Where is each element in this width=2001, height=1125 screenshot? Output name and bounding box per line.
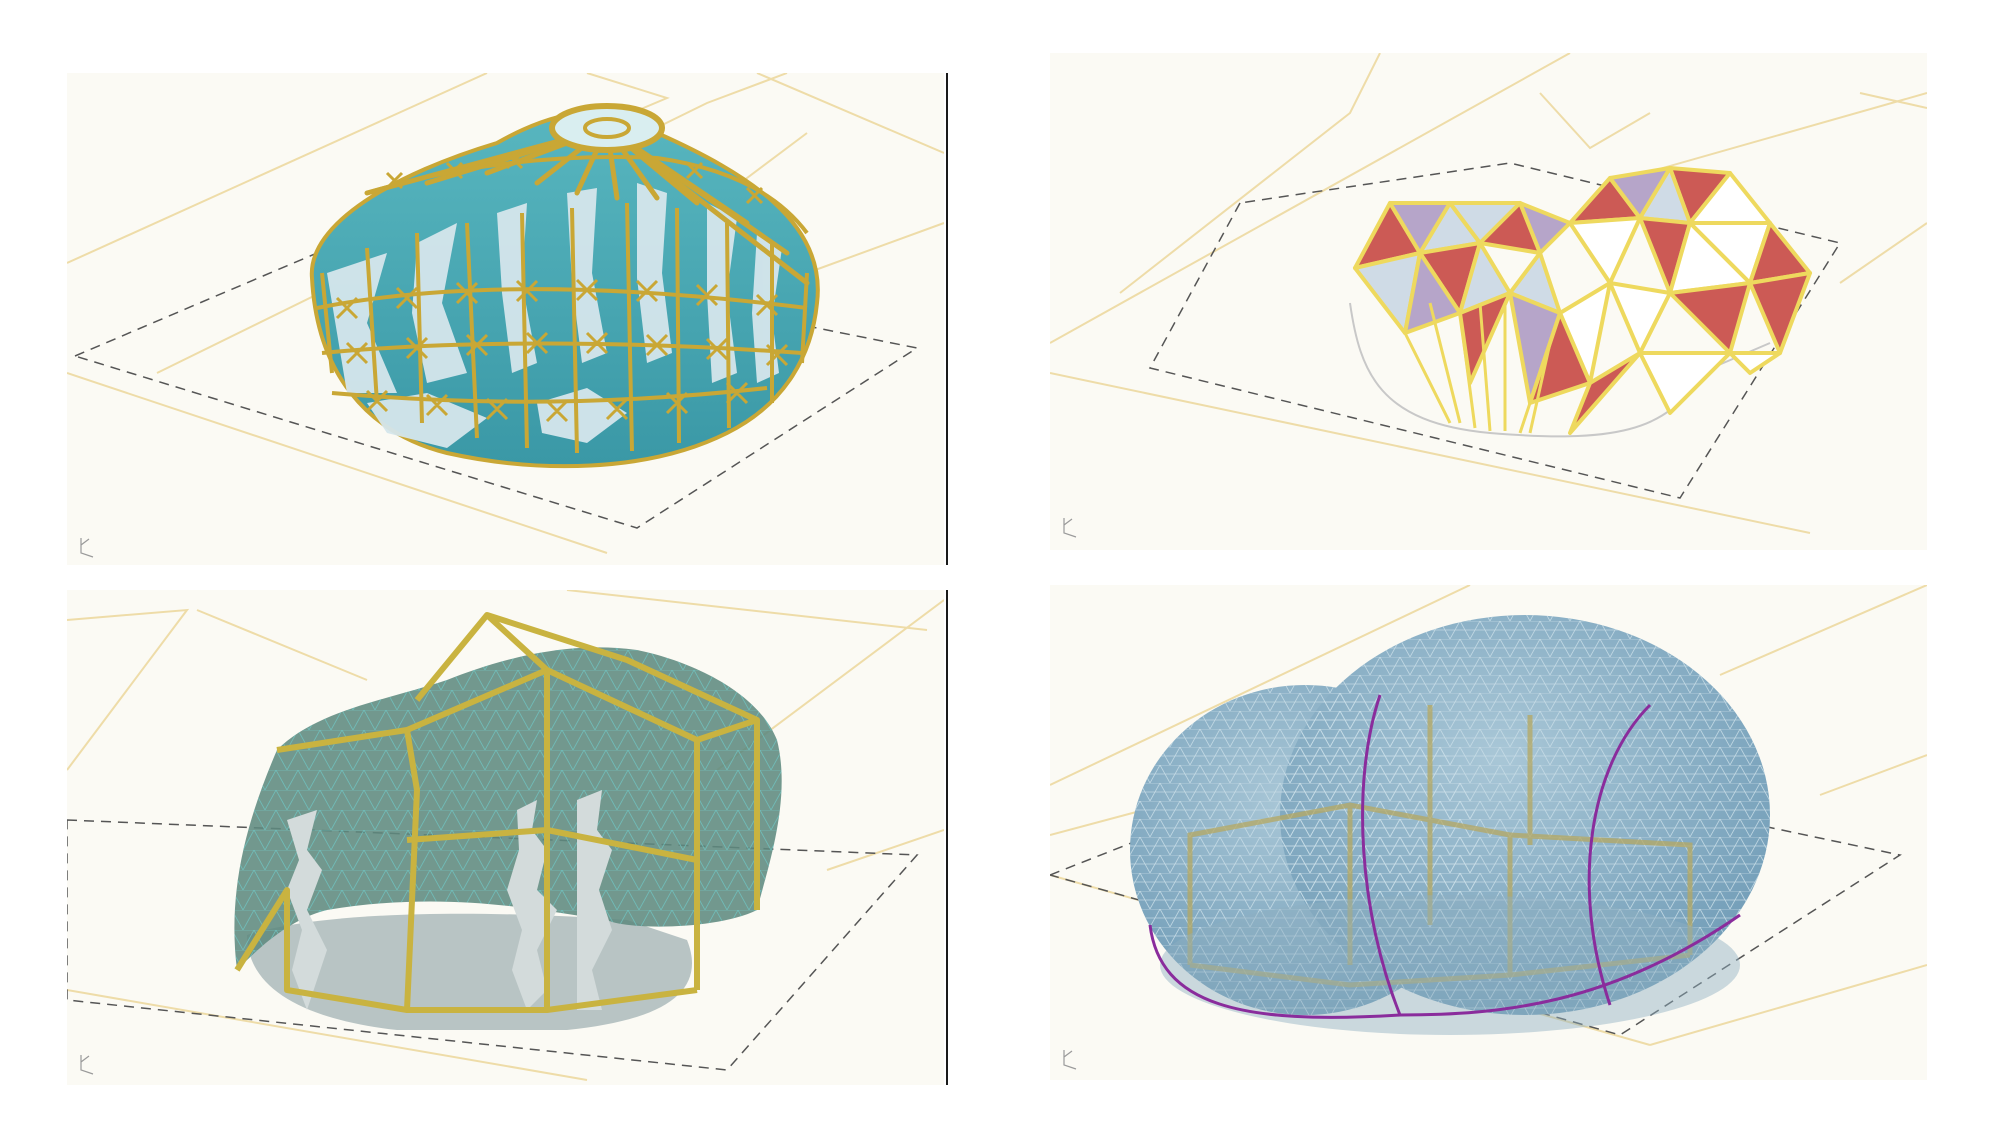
- panel-bottom-left: [67, 590, 944, 1085]
- triangulated-frame-render: [1050, 53, 1927, 538]
- axis-gizmo-icon: [80, 538, 94, 558]
- purple-ribs: [1148, 694, 1741, 1019]
- cut-shell-render: [67, 590, 944, 1081]
- triangle-panels: [1353, 166, 1812, 435]
- dome-floor: [1160, 895, 1740, 1035]
- dashed-footprint: [1148, 162, 1842, 499]
- panel-top-right: [1050, 53, 1927, 550]
- panel-divider-bottom: [946, 590, 948, 1085]
- axis-gizmo-icon: [1063, 518, 1077, 538]
- panel-divider-top: [946, 73, 948, 565]
- axis-gizmo-icon: [80, 1055, 94, 1075]
- yurt-lattice-render: [67, 73, 944, 558]
- double-dome-render: [1050, 585, 1927, 1070]
- panel-bottom-right: [1050, 585, 1927, 1080]
- panel-top-left: [67, 73, 944, 565]
- timber-frame: [234, 612, 760, 1013]
- lattice-crosses: [335, 151, 789, 423]
- dashed-footprint: [72, 235, 919, 529]
- axis-gizmo-icon: [1063, 1050, 1077, 1070]
- front-ribs: [1403, 302, 1552, 434]
- crown-ring: [549, 103, 665, 153]
